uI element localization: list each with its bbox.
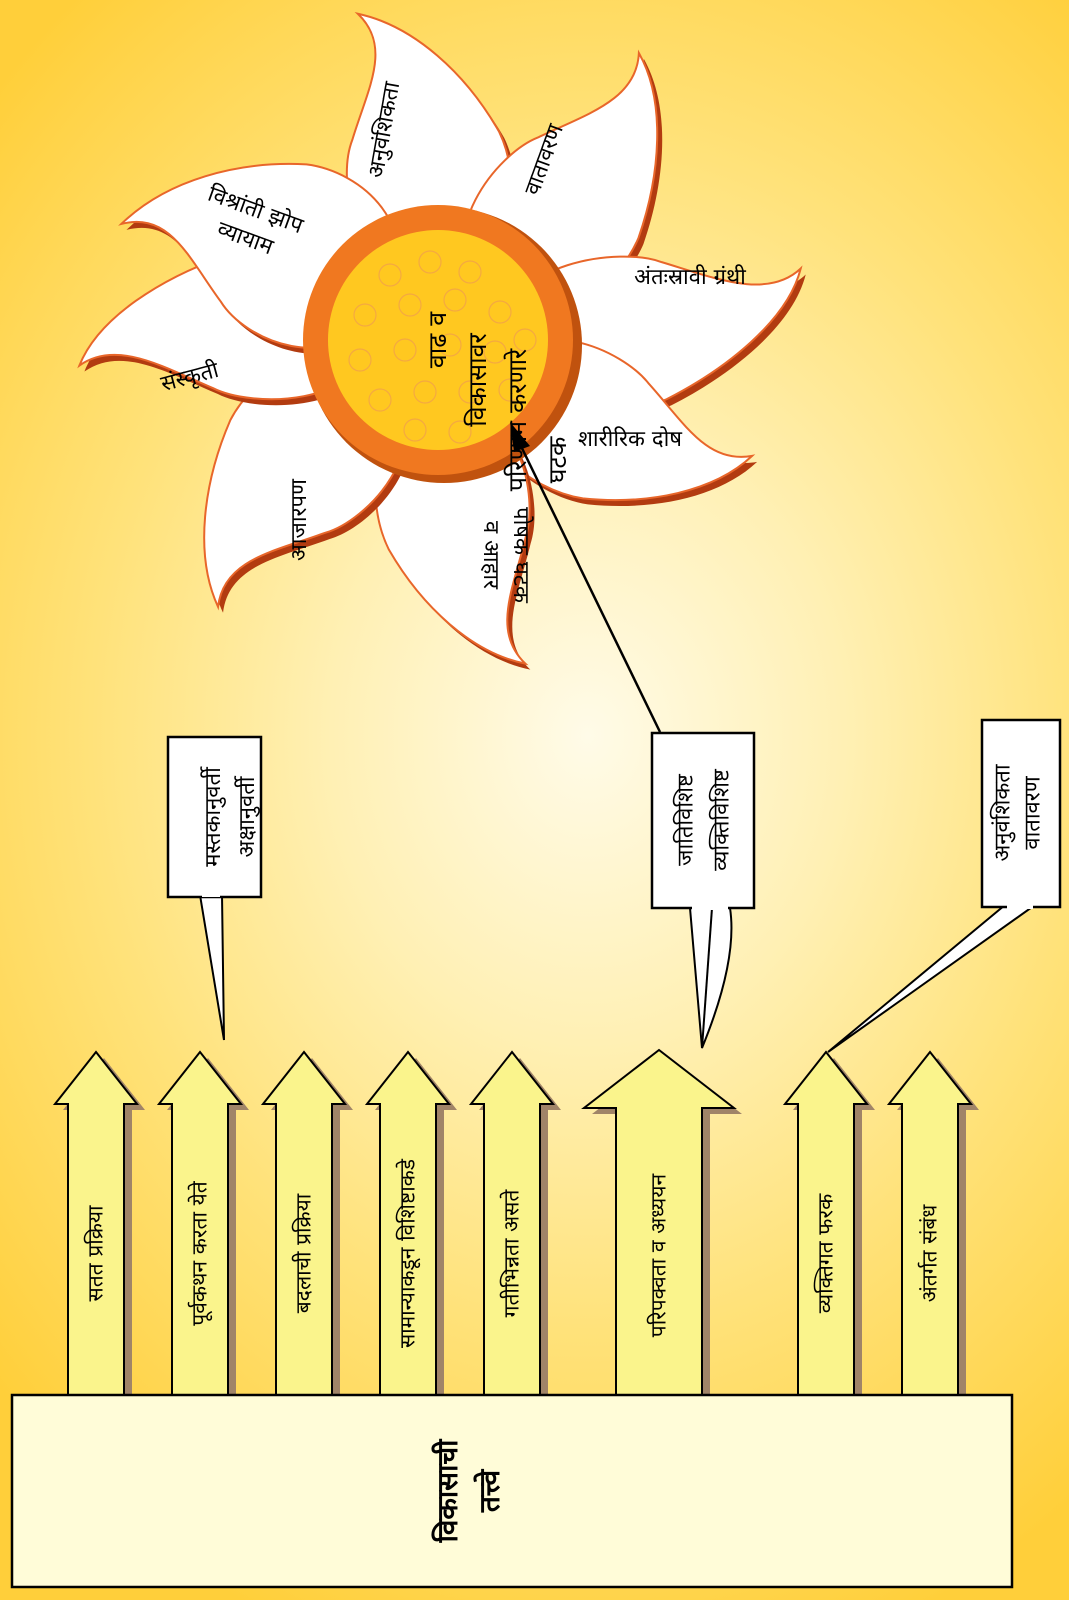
principle-arrows: सतत प्रक्रिया पूर्वकथन करता येते बदलाची प्… <box>52 1048 979 1401</box>
callout-1-line-2: अक्षानुवर्ती <box>235 776 260 858</box>
base-title-line-1: विकासाची <box>431 1439 464 1543</box>
callout-head-orientation: मस्तकानुवर्ती अक्षानुवर्ती <box>166 735 263 1041</box>
principle-arrow-6: परिपक्वता व अध्ययन <box>581 1048 742 1401</box>
factor-label-4: शारीरिक दोष <box>577 427 683 452</box>
callout-3-line-1: अनुवंशिकता <box>990 764 1016 862</box>
principle-arrow-4: सामान्याकडून विशिष्टाकडे <box>364 1050 457 1401</box>
center-line-4: घटक <box>543 436 572 484</box>
principle-label-3: बदलाची प्रक्रिया <box>291 1193 316 1314</box>
callout-heredity-environment: अनुवंशिकता वातावरण <box>827 718 1062 1053</box>
callout-1-line-1: मस्तकानुवर्ती <box>201 767 226 867</box>
factor-label-7: संस्कृती <box>158 357 222 398</box>
principle-arrow-1: सतत प्रक्रिया <box>52 1050 145 1401</box>
callout-3-line-2: वातावरण <box>1020 776 1046 850</box>
sun-center-label-4: घटक <box>543 436 572 484</box>
principle-label-2: पूर्वकथन करता येते <box>187 1181 212 1326</box>
principle-arrow-8: अंतर्गत संबंध <box>886 1050 979 1401</box>
principle-label-7: व्यक्तिगत फरक <box>813 1193 838 1314</box>
principle-label-1: सतत प्रक्रिया <box>83 1205 108 1302</box>
sun-center: वाढ व विकासावर परिणाम करणारे घटक <box>303 205 582 491</box>
principle-arrow-5: गतीभिन्नता असते <box>468 1050 561 1401</box>
principle-arrow-3: बदलाची प्रक्रिया <box>260 1050 353 1401</box>
principle-label-4: सामान्याकडून विशिष्टाकडे <box>395 1158 420 1349</box>
connector-arrow <box>510 422 662 733</box>
base-title-line-2: तत्त्वे <box>473 1469 506 1513</box>
callout-2-line-2: व्यक्तिविशिष्ट <box>709 769 735 871</box>
principle-label-8: अंतर्गत संबंध <box>917 1204 942 1303</box>
principle-label-5: गतीभिन्नता असते <box>499 1189 524 1318</box>
callout-2-line-1: जातिविशिष्ट <box>673 774 699 866</box>
factor-label-6: आजारपण <box>287 479 312 561</box>
base-box: विकासाची तत्त्वे <box>10 1393 1014 1589</box>
callout-species-individual: जातिविशिष्ट व्यक्तिविशिष्ट <box>650 731 756 1049</box>
principle-arrow-7: व्यक्तिगत फरक <box>782 1050 875 1401</box>
principle-arrow-2: पूर्वकथन करता येते <box>156 1050 249 1401</box>
factor-label-3: अंतःस्रावी ग्रंथी <box>634 265 746 290</box>
principle-label-6: परिपक्वता व अध्ययन <box>646 1173 671 1338</box>
